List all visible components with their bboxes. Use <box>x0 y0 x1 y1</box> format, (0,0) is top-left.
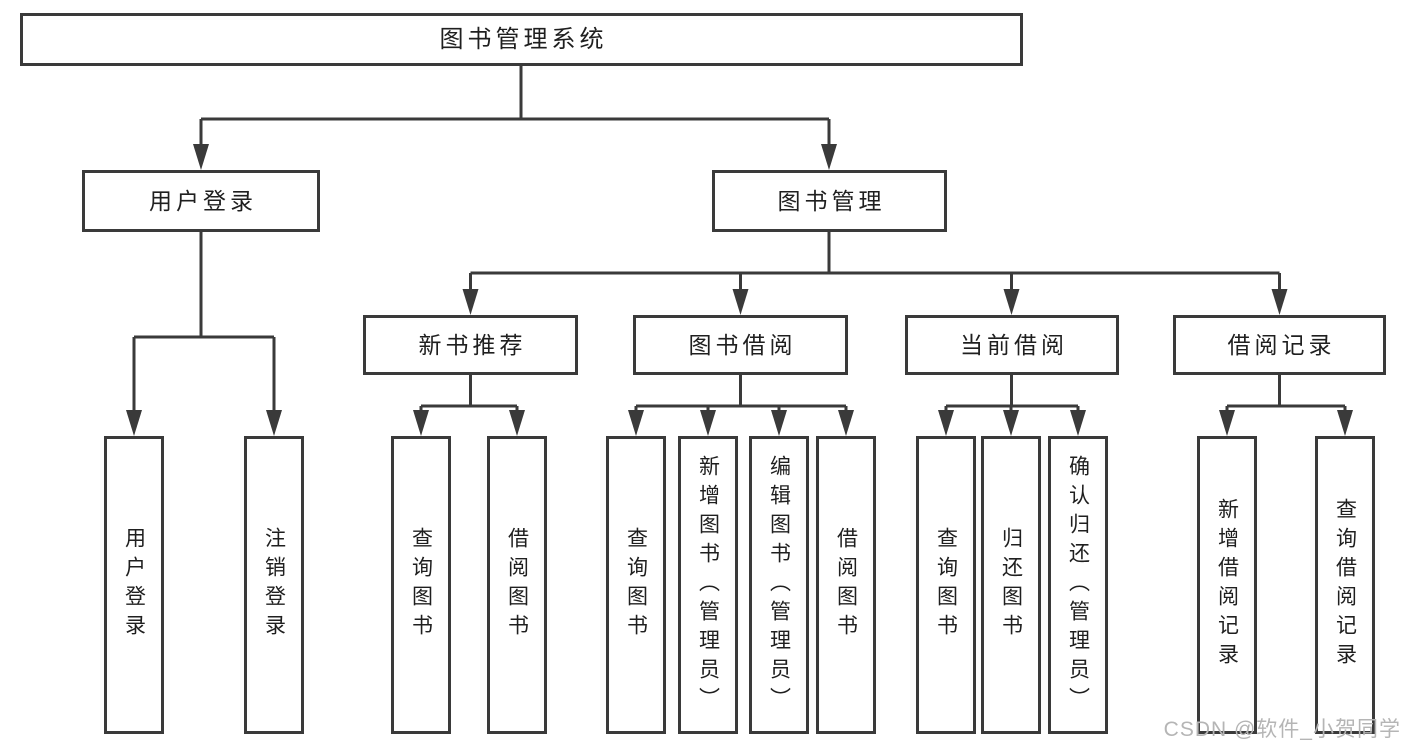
leaf-add-borrow-record: 新增借阅记录 <box>1197 436 1257 734</box>
node-new-book-recommendation: 新书推荐 <box>363 315 578 375</box>
leaf-recommend-borrow-books: 借阅图书 <box>487 436 547 734</box>
leaf-edit-books-admin: 编辑图书（管理员） <box>749 436 809 734</box>
connector <box>1003 289 1020 315</box>
connector <box>1070 410 1086 436</box>
node-borrowing-records-label: 借阅记录 <box>1227 331 1336 358</box>
node-library-management-system: 图书管理系统 <box>20 13 1023 66</box>
node-book-management-label: 图书管理 <box>777 187 886 214</box>
leaf-borrow-query-books-label: 查询图书 <box>624 527 648 643</box>
leaf-user-login-label: 用户登录 <box>122 527 146 643</box>
leaf-user-login: 用户登录 <box>104 436 164 734</box>
leaf-add-books-admin-label: 新增图书（管理员） <box>696 454 720 716</box>
connector <box>700 410 716 436</box>
node-new-book-recommendation-label: 新书推荐 <box>418 331 527 358</box>
connector <box>821 144 837 170</box>
connector <box>1219 410 1235 436</box>
csdn-watermark: CSDN @软件_小贺同学 <box>1163 718 1401 741</box>
leaf-add-borrow-record-label: 新增借阅记录 <box>1215 498 1239 672</box>
leaf-confirm-return-admin-label: 确认归还（管理员） <box>1066 454 1090 716</box>
connector <box>1271 289 1288 315</box>
connector <box>628 410 644 436</box>
node-borrowing-records: 借阅记录 <box>1173 315 1386 375</box>
connector <box>462 289 479 315</box>
leaf-logout-label: 注销登录 <box>262 527 286 643</box>
connector <box>266 410 282 436</box>
leaf-borrow-query-books: 查询图书 <box>606 436 666 734</box>
leaf-logout: 注销登录 <box>244 436 304 734</box>
leaf-return-books: 归还图书 <box>981 436 1041 734</box>
leaf-borrow-books-label: 借阅图书 <box>834 527 858 643</box>
leaf-recommend-borrow-books-label: 借阅图书 <box>505 527 529 643</box>
connector <box>1337 410 1353 436</box>
leaf-recommend-query-books: 查询图书 <box>391 436 451 734</box>
leaf-edit-books-admin-label: 编辑图书（管理员） <box>767 454 791 716</box>
connector <box>938 410 954 436</box>
connector <box>126 410 142 436</box>
connector <box>838 410 854 436</box>
connector <box>732 289 749 315</box>
node-library-management-system-label: 图书管理系统 <box>439 25 608 53</box>
leaf-confirm-return-admin: 确认归还（管理员） <box>1048 436 1108 734</box>
leaf-borrow-books: 借阅图书 <box>816 436 876 734</box>
connector <box>509 410 525 436</box>
leaf-current-query-books: 查询图书 <box>916 436 976 734</box>
leaf-add-books-admin: 新增图书（管理员） <box>678 436 738 734</box>
connector <box>1003 410 1019 436</box>
node-current-borrowing-label: 当前借阅 <box>960 331 1068 358</box>
connector <box>413 410 429 436</box>
node-book-borrowing-label: 图书借阅 <box>688 331 797 358</box>
leaf-return-books-label: 归还图书 <box>999 527 1023 643</box>
leaf-recommend-query-books-label: 查询图书 <box>409 527 433 643</box>
node-user-login: 用户登录 <box>82 170 320 232</box>
connector <box>193 144 209 170</box>
node-user-login-label: 用户登录 <box>149 187 257 214</box>
leaf-query-borrow-record-label: 查询借阅记录 <box>1333 498 1357 672</box>
leaf-query-borrow-record: 查询借阅记录 <box>1315 436 1375 734</box>
connector <box>771 410 787 436</box>
node-current-borrowing: 当前借阅 <box>905 315 1119 375</box>
node-book-borrowing: 图书借阅 <box>633 315 848 375</box>
node-book-management: 图书管理 <box>712 170 947 232</box>
leaf-current-query-books-label: 查询图书 <box>934 527 958 643</box>
